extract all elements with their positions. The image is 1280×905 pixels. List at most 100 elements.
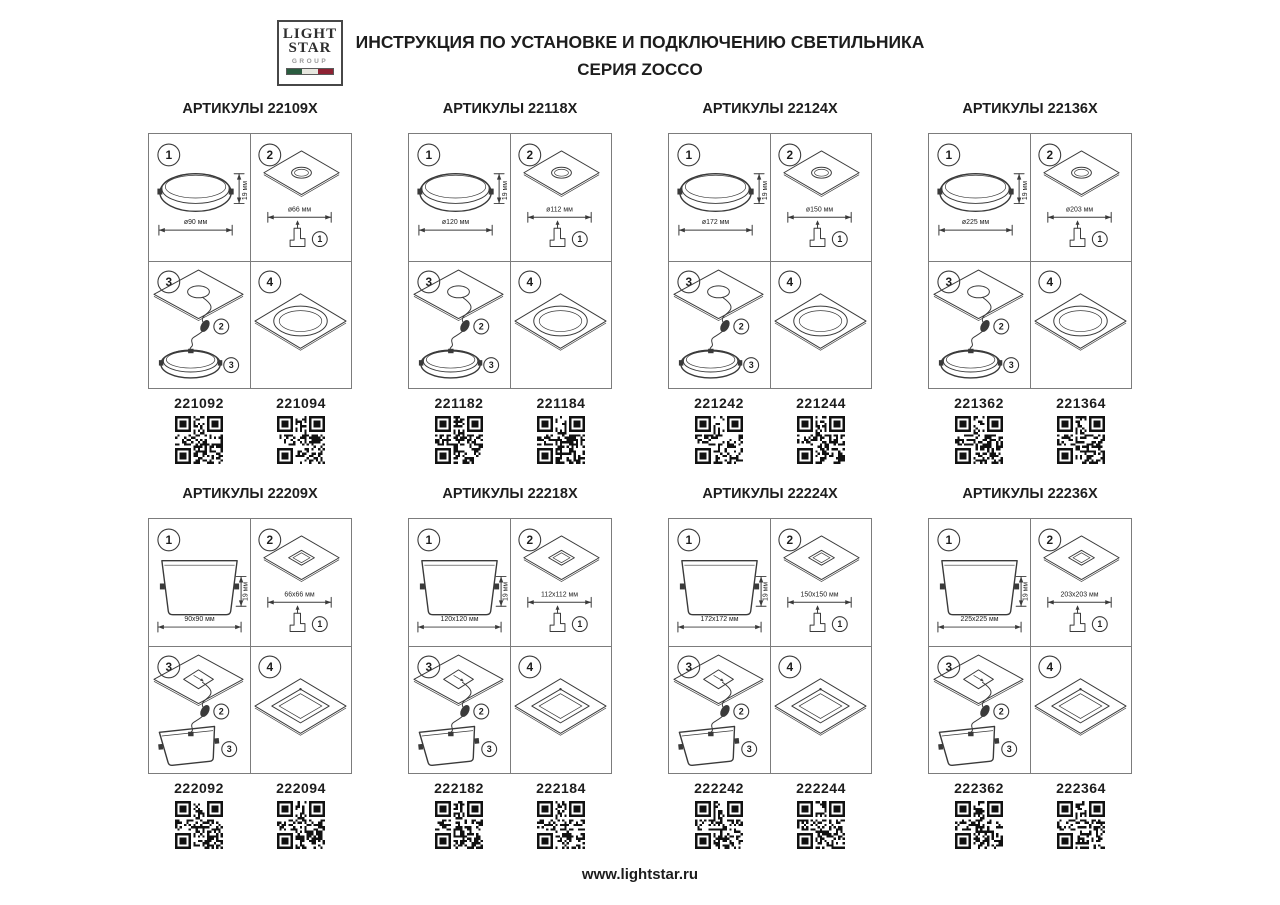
dimension-label: 203x203 мм	[1061, 591, 1099, 598]
dimension-label: 112x112 мм	[541, 591, 578, 598]
ceiling-panel-drawing	[263, 150, 340, 197]
dimension-label: ø90 мм	[184, 219, 208, 226]
step-number: 4	[1046, 660, 1053, 674]
article-numbers: 222182 222184	[408, 780, 612, 796]
article-number: 222094	[276, 780, 326, 796]
connector	[460, 705, 470, 717]
step-2-diagram: 2 112x112 мм 1	[510, 528, 611, 647]
mounting-clip-drawing	[289, 605, 306, 633]
article-number: 221364	[1056, 395, 1106, 411]
callout-number: 3	[747, 744, 752, 754]
dimension-label: 120x120 мм	[441, 616, 479, 623]
ceiling-panel-drawing	[263, 535, 340, 582]
step-number: 1	[425, 533, 432, 547]
step-4-diagram: 4	[254, 270, 347, 351]
callout-number: 3	[1007, 744, 1012, 754]
article-number: 221092	[174, 395, 224, 411]
instruction-grid: 1 ø225 мм	[928, 133, 1132, 389]
dimension-label: 19 мм	[1022, 181, 1029, 200]
article-number: 221182	[434, 395, 484, 411]
width-dimension: ø90 мм	[158, 219, 233, 236]
dimension-label: 90x90 мм	[184, 616, 215, 623]
step-number: 1	[425, 148, 432, 162]
step-number: 4	[526, 275, 533, 289]
qr-codes	[668, 416, 872, 464]
qr-code	[277, 801, 325, 849]
callout-circle	[831, 231, 848, 248]
step-1-diagram: 1 ø120 мм	[409, 134, 511, 262]
square-fixture-drawing	[158, 725, 220, 767]
mounting-clip-drawing	[809, 605, 826, 633]
installed-fixture-drawing	[774, 293, 867, 351]
connector	[720, 320, 730, 332]
installed-fixture-drawing	[254, 293, 347, 351]
article-numbers: 222362 222364	[928, 780, 1132, 796]
step-number: 2	[526, 148, 533, 162]
cutout-dimension: ø150 мм	[787, 206, 852, 223]
dimension-label: 66x66 мм	[284, 591, 315, 598]
height-dimension: 19 мм	[755, 576, 770, 607]
step-number: 1	[945, 148, 952, 162]
connector	[720, 705, 730, 717]
qr-codes	[668, 801, 872, 849]
step-number: 3	[685, 660, 692, 674]
callout-number: 2	[999, 321, 1004, 331]
qr-code	[277, 416, 325, 464]
wiring-drawing	[673, 654, 764, 737]
round-fixture-drawing	[937, 173, 1014, 213]
step-1-diagram: 1 225x225 мм	[929, 519, 1031, 647]
product-panel: АРТИКУЛЫ 22224X 1 172x172 мм	[668, 487, 872, 849]
square-fixture-drawing	[159, 560, 240, 616]
step-number: 4	[786, 275, 793, 289]
product-panel: АРТИКУЛЫ 22136X 1 ø225 мм	[928, 102, 1132, 464]
qr-code	[175, 416, 223, 464]
dimension-label: 19 мм	[242, 181, 249, 200]
step-1-diagram: 1 172x172 мм	[669, 519, 771, 647]
callout-number: 1	[577, 234, 582, 244]
instruction-grid: 1 172x172 мм	[668, 518, 872, 774]
step-3-diagram: 3 2 3	[933, 646, 1031, 773]
width-dimension: 225x225 мм	[937, 616, 1022, 633]
callout-number: 2	[739, 706, 744, 716]
qr-code	[537, 416, 585, 464]
cutout-dimension: 203x203 мм	[1047, 591, 1112, 608]
callout-number: 3	[487, 744, 492, 754]
qr-code	[435, 801, 483, 849]
qr-codes	[148, 801, 352, 849]
step-number: 4	[266, 660, 273, 674]
cutout-dimension: 112x112 мм	[527, 591, 592, 608]
step-1-diagram: 1 ø225 мм	[929, 134, 1031, 262]
dimension-label: ø150 мм	[806, 206, 833, 213]
dimension-label: 225x225 мм	[961, 616, 999, 623]
article-numbers: 221362 221364	[928, 395, 1132, 411]
wiring-drawing	[933, 654, 1024, 737]
step-2-diagram: 2 ø150 мм	[770, 143, 871, 262]
qr-code	[1057, 416, 1105, 464]
square-fixture-drawing	[939, 560, 1020, 616]
connector	[200, 320, 210, 332]
wiring-drawing	[153, 654, 244, 737]
installed-fixture-drawing	[1034, 678, 1127, 736]
callout-number: 1	[837, 234, 842, 244]
ceiling-panel-drawing	[1043, 150, 1120, 197]
mounting-clip-drawing	[1069, 605, 1086, 633]
article-number: 222092	[174, 780, 224, 796]
article-number: 222244	[796, 780, 846, 796]
article-number: 221362	[954, 395, 1004, 411]
dimension-label: ø120 мм	[442, 219, 469, 226]
step-number: 1	[685, 533, 692, 547]
lightstar-logo: LIGHT STAR GROUP	[277, 20, 343, 86]
panel-title: АРТИКУЛЫ 22118X	[442, 101, 578, 117]
instruction-grid: 1 225x225 мм	[928, 518, 1132, 774]
width-dimension: 172x172 мм	[677, 616, 762, 633]
step-3-diagram: 3 2 3	[413, 646, 511, 773]
step-number: 3	[945, 275, 952, 289]
step-number-circle	[157, 143, 181, 167]
callout-number: 1	[577, 619, 582, 629]
width-dimension: 90x90 мм	[157, 616, 242, 633]
article-numbers: 221242 221244	[668, 395, 872, 411]
step-4-diagram: 4	[1034, 655, 1127, 736]
square-fixture-drawing	[418, 725, 480, 767]
step-4-diagram: 4	[774, 655, 867, 736]
